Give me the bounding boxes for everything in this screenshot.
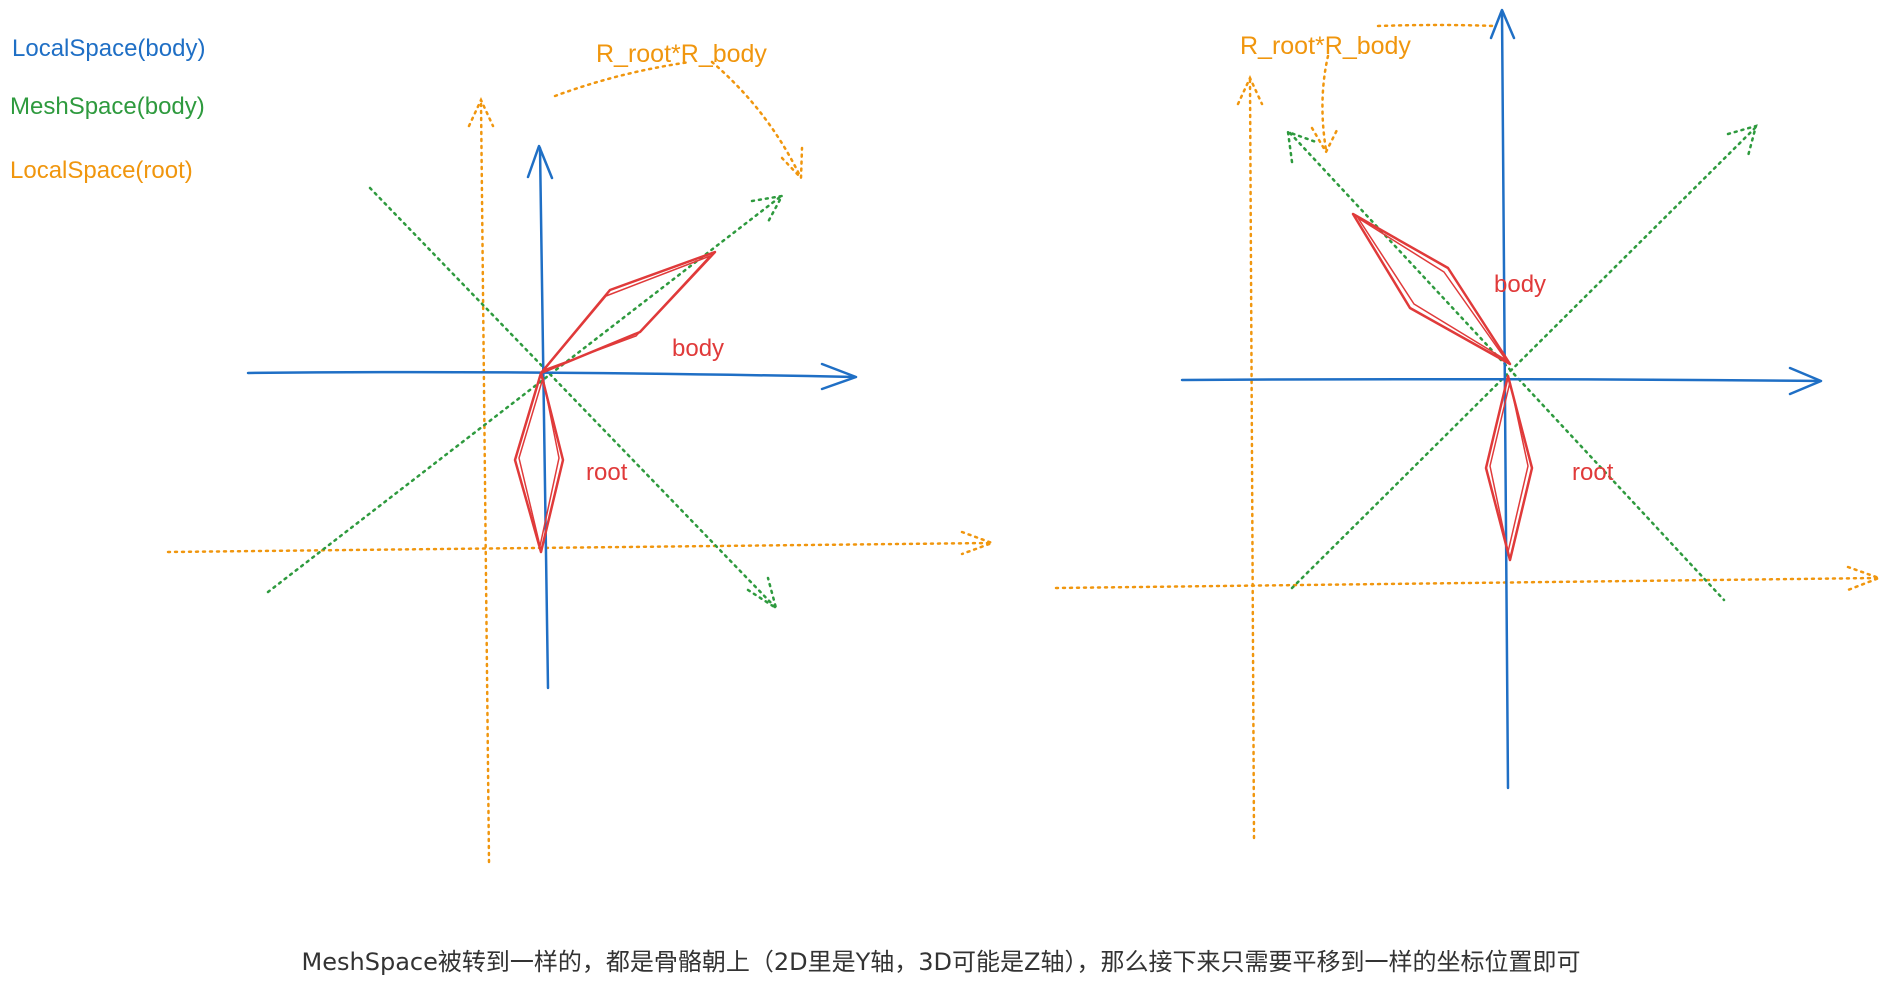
right-body-label: body <box>1494 271 1546 298</box>
left-body-x-axis <box>246 370 857 379</box>
left-rotation-annotation: R_root*R_body <box>553 40 804 182</box>
left-body-bone: body <box>539 250 724 375</box>
left-mesh-arrowhead-up <box>750 194 785 224</box>
left-root-label: root <box>586 459 628 486</box>
right-rotation-arrow <box>1321 23 1497 152</box>
right-root-bone-sketch <box>1489 381 1529 553</box>
legend-local-space-body: LocalSpace(body) <box>12 35 205 62</box>
left-body-local-axes <box>246 144 858 690</box>
right-rotation-arrowhead <box>1310 126 1340 155</box>
left-root-x-axis <box>166 541 992 554</box>
left-body-bone-sketch <box>543 255 711 371</box>
right-root-y-axis <box>1248 78 1256 840</box>
left-body-y-arrowhead <box>526 144 554 180</box>
left-rotation-arrow <box>553 60 802 178</box>
left-root-local-axes <box>166 97 996 864</box>
left-root-bone-sketch <box>518 377 560 547</box>
left-body-x-arrowhead <box>820 362 858 391</box>
right-mesh-arrowhead-up <box>1726 124 1758 158</box>
right-root-local-axes <box>1054 75 1882 840</box>
caption: MeshSpace被转到一样的，都是骨骼朝上（2D里是Y轴，3D可能是Z轴），那… <box>301 948 1581 976</box>
left-body-label: body <box>672 335 724 362</box>
right-body-x-arrowhead <box>1788 366 1823 396</box>
left-diagram: R_root*R_body body root <box>166 40 996 864</box>
left-mesh-axis-diag-up <box>266 195 782 594</box>
left-mesh-axis-diag-down <box>368 186 777 609</box>
left-rotation-arrowhead <box>780 146 804 182</box>
right-body-y-arrowhead <box>1489 8 1516 40</box>
left-root-bone-shape <box>513 371 565 554</box>
right-rotation-label: R_root*R_body <box>1240 32 1411 60</box>
legend-local-space-root: LocalSpace(root) <box>10 157 193 184</box>
right-body-x-axis <box>1180 377 1822 383</box>
right-root-bone: root <box>1484 374 1614 562</box>
left-root-bone: root <box>513 371 628 554</box>
right-root-label: root <box>1572 459 1614 486</box>
right-root-x-axis <box>1054 576 1880 590</box>
right-body-bone-sketch <box>1357 217 1507 361</box>
right-mesh-space-axes <box>1286 124 1758 602</box>
left-mesh-space-axes <box>266 186 785 611</box>
left-mesh-arrowhead-down <box>746 576 779 611</box>
right-mesh-arrowhead-down <box>1286 130 1318 164</box>
left-rotation-label: R_root*R_body <box>596 40 767 68</box>
right-mesh-axis-diag-down <box>1288 131 1726 602</box>
right-body-bone: body <box>1351 212 1546 366</box>
legend: LocalSpace(body) MeshSpace(body) LocalSp… <box>10 35 205 184</box>
right-mesh-axis-diag-up <box>1290 126 1757 590</box>
right-rotation-annotation: R_root*R_body <box>1240 23 1497 155</box>
legend-mesh-space-body: MeshSpace(body) <box>10 93 205 120</box>
right-root-bone-shape <box>1484 374 1534 562</box>
left-root-y-axis <box>479 100 491 864</box>
right-root-y-arrowhead <box>1236 75 1264 106</box>
right-body-bone-shape <box>1351 212 1512 366</box>
left-body-y-axis <box>538 146 550 690</box>
right-diagram: R_root*R_body body root <box>1054 8 1882 840</box>
right-root-x-arrowhead <box>1846 565 1882 592</box>
left-root-y-arrowhead <box>467 97 495 128</box>
